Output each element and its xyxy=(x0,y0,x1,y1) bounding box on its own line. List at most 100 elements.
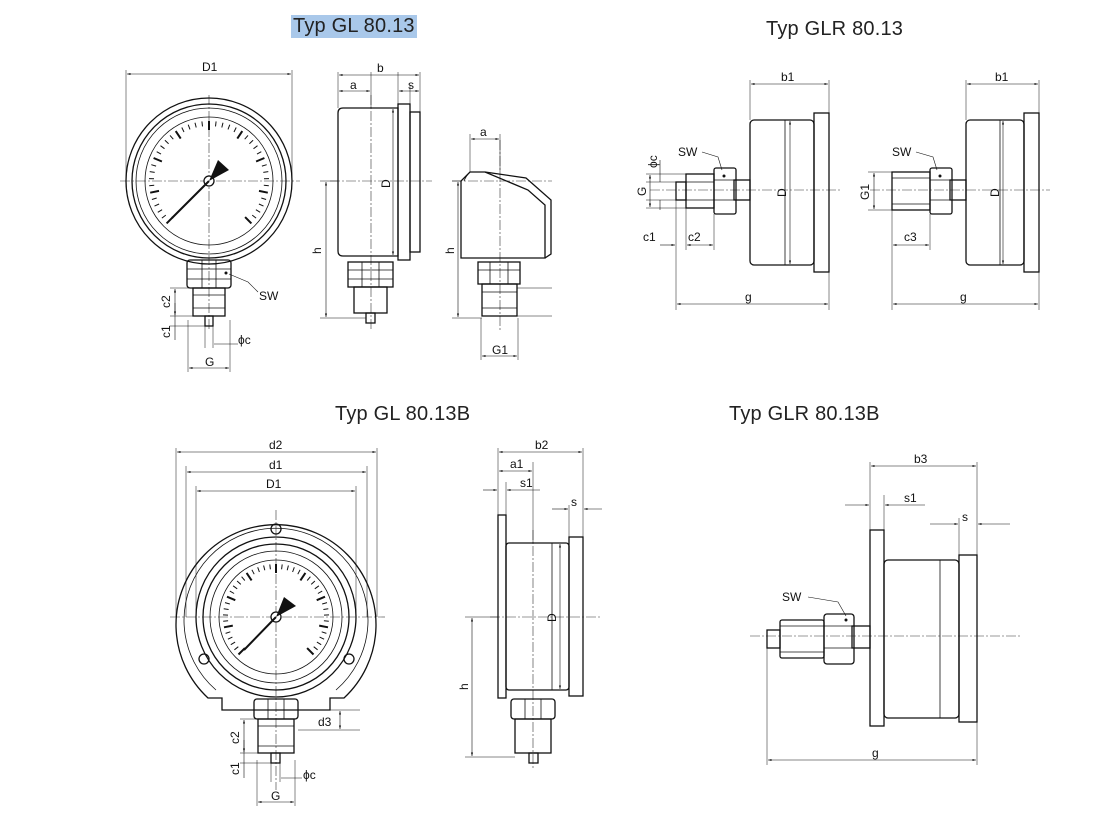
dim-c2-b: c2 xyxy=(228,731,242,744)
dial-tick xyxy=(258,203,264,207)
dial-tick xyxy=(174,130,182,140)
dial-tick xyxy=(149,171,155,173)
dial-tick xyxy=(153,157,163,163)
dial-tick xyxy=(292,567,295,573)
dim-d1: D1 xyxy=(202,60,218,74)
dial-tick xyxy=(223,608,229,610)
dim-g-glr-b: g xyxy=(872,746,879,760)
dial-tick xyxy=(297,569,301,575)
dim-a1: a1 xyxy=(510,457,524,471)
dial-tick xyxy=(156,151,162,155)
dial-tick xyxy=(169,135,174,140)
dial-tick xyxy=(251,569,255,575)
dial-tick xyxy=(299,572,307,581)
label-sw-glr-2: SW xyxy=(892,145,912,159)
dial-tick xyxy=(253,145,258,150)
dial-tick xyxy=(149,189,160,194)
dial-tick xyxy=(181,127,185,133)
dial-tick xyxy=(234,646,239,651)
dial-tick xyxy=(244,135,249,140)
dial-tick xyxy=(263,565,266,571)
label-sw-glr: SW xyxy=(678,145,698,159)
title-glr-80-13: Typ GLR 80.13 xyxy=(766,18,904,40)
dim-g-glr: G xyxy=(635,187,649,196)
dial-tick xyxy=(226,595,236,602)
dial-tick xyxy=(269,564,271,570)
dim-b: b xyxy=(377,61,384,75)
dim-c2: c2 xyxy=(159,295,173,308)
dim-g-length-2: g xyxy=(960,290,967,304)
dial-tick xyxy=(215,121,217,127)
dim-h: h xyxy=(310,247,324,254)
dial-tick xyxy=(322,602,328,605)
dim-c1-glr: c1 xyxy=(643,230,656,244)
dim-a-variant: a xyxy=(480,125,487,139)
dim-s1: s1 xyxy=(520,476,533,490)
dim-b2: b2 xyxy=(535,438,549,452)
title-gl-80-13[interactable]: Typ GL 80.13 xyxy=(291,15,417,38)
dial-tick xyxy=(227,636,233,640)
dim-s: s xyxy=(408,78,414,92)
dial-tick xyxy=(314,585,320,590)
dial-tick xyxy=(232,585,238,590)
glr-view-left: SW b1 D ϕc G c1 c2 g xyxy=(635,70,840,310)
dial-tick xyxy=(165,216,174,225)
dim-d3: d3 xyxy=(318,715,332,729)
dial-tick xyxy=(154,203,160,207)
glr-b-view: SW b3 s1 s g xyxy=(750,452,1020,765)
title-gl-80-13b: Typ GL 80.13B xyxy=(335,403,471,425)
dial-tick xyxy=(157,209,163,213)
dim-b1: b1 xyxy=(781,70,795,84)
dim-h-variant: h xyxy=(443,247,457,254)
dim-c3: c3 xyxy=(904,230,917,244)
dial-tick xyxy=(201,121,203,127)
dim-b1-2: b1 xyxy=(995,70,1009,84)
dial-tick xyxy=(161,214,167,219)
dial-tick xyxy=(151,164,157,167)
dial-tick xyxy=(241,576,246,581)
dim-s1-glr-b: s1 xyxy=(904,491,917,505)
dial-tick xyxy=(256,151,262,155)
gl-b-side-view: b2 a1 s1 s D h xyxy=(457,438,602,770)
dial-tick xyxy=(281,564,283,570)
dim-g-thread: G xyxy=(205,355,214,369)
dim-d2: d2 xyxy=(269,438,283,452)
dial-tick xyxy=(230,641,236,646)
dim-c1: c1 xyxy=(159,325,173,338)
dial-tick xyxy=(221,122,224,128)
dial-tick xyxy=(187,124,191,130)
label-sw-glr-b: SW xyxy=(782,590,802,604)
gl-variant-view: a h G1 xyxy=(443,125,552,360)
dial-tick xyxy=(306,647,315,656)
dim-a: a xyxy=(350,78,357,92)
dim-phic-b: ϕc xyxy=(303,768,316,782)
dial-tick xyxy=(313,646,318,651)
dial-tick xyxy=(261,197,267,200)
dial-tick xyxy=(319,624,329,629)
dial-tick xyxy=(257,567,260,573)
dial-tick xyxy=(263,171,269,173)
dim-g1-variant: G1 xyxy=(492,343,508,357)
dial-tick xyxy=(249,139,254,145)
title-glr-80-13b: Typ GLR 80.13B xyxy=(729,403,880,425)
gl-front-ticks xyxy=(148,121,270,225)
dial-tick xyxy=(160,145,165,150)
dim-g-length: g xyxy=(745,290,752,304)
glr-view-right: SW b1 D G1 c3 g xyxy=(858,70,1050,310)
dial-tick xyxy=(225,631,231,634)
dial-tick xyxy=(255,157,265,163)
dim-g1-glr: G1 xyxy=(858,184,872,200)
dial-tick xyxy=(251,214,257,219)
gl-front-view: SW D1 c2 c1 ϕc G xyxy=(120,60,300,372)
dial-tick xyxy=(258,189,269,194)
dial-tick xyxy=(194,122,197,128)
dial-tick xyxy=(236,130,244,140)
dial-tick xyxy=(317,590,323,594)
dim-g-thread-b: G xyxy=(271,789,280,803)
dial-tick xyxy=(236,580,242,585)
dial-tick xyxy=(224,602,230,605)
dial-tick xyxy=(255,209,261,213)
dial-tick xyxy=(319,636,325,640)
dial-tick xyxy=(151,197,157,200)
